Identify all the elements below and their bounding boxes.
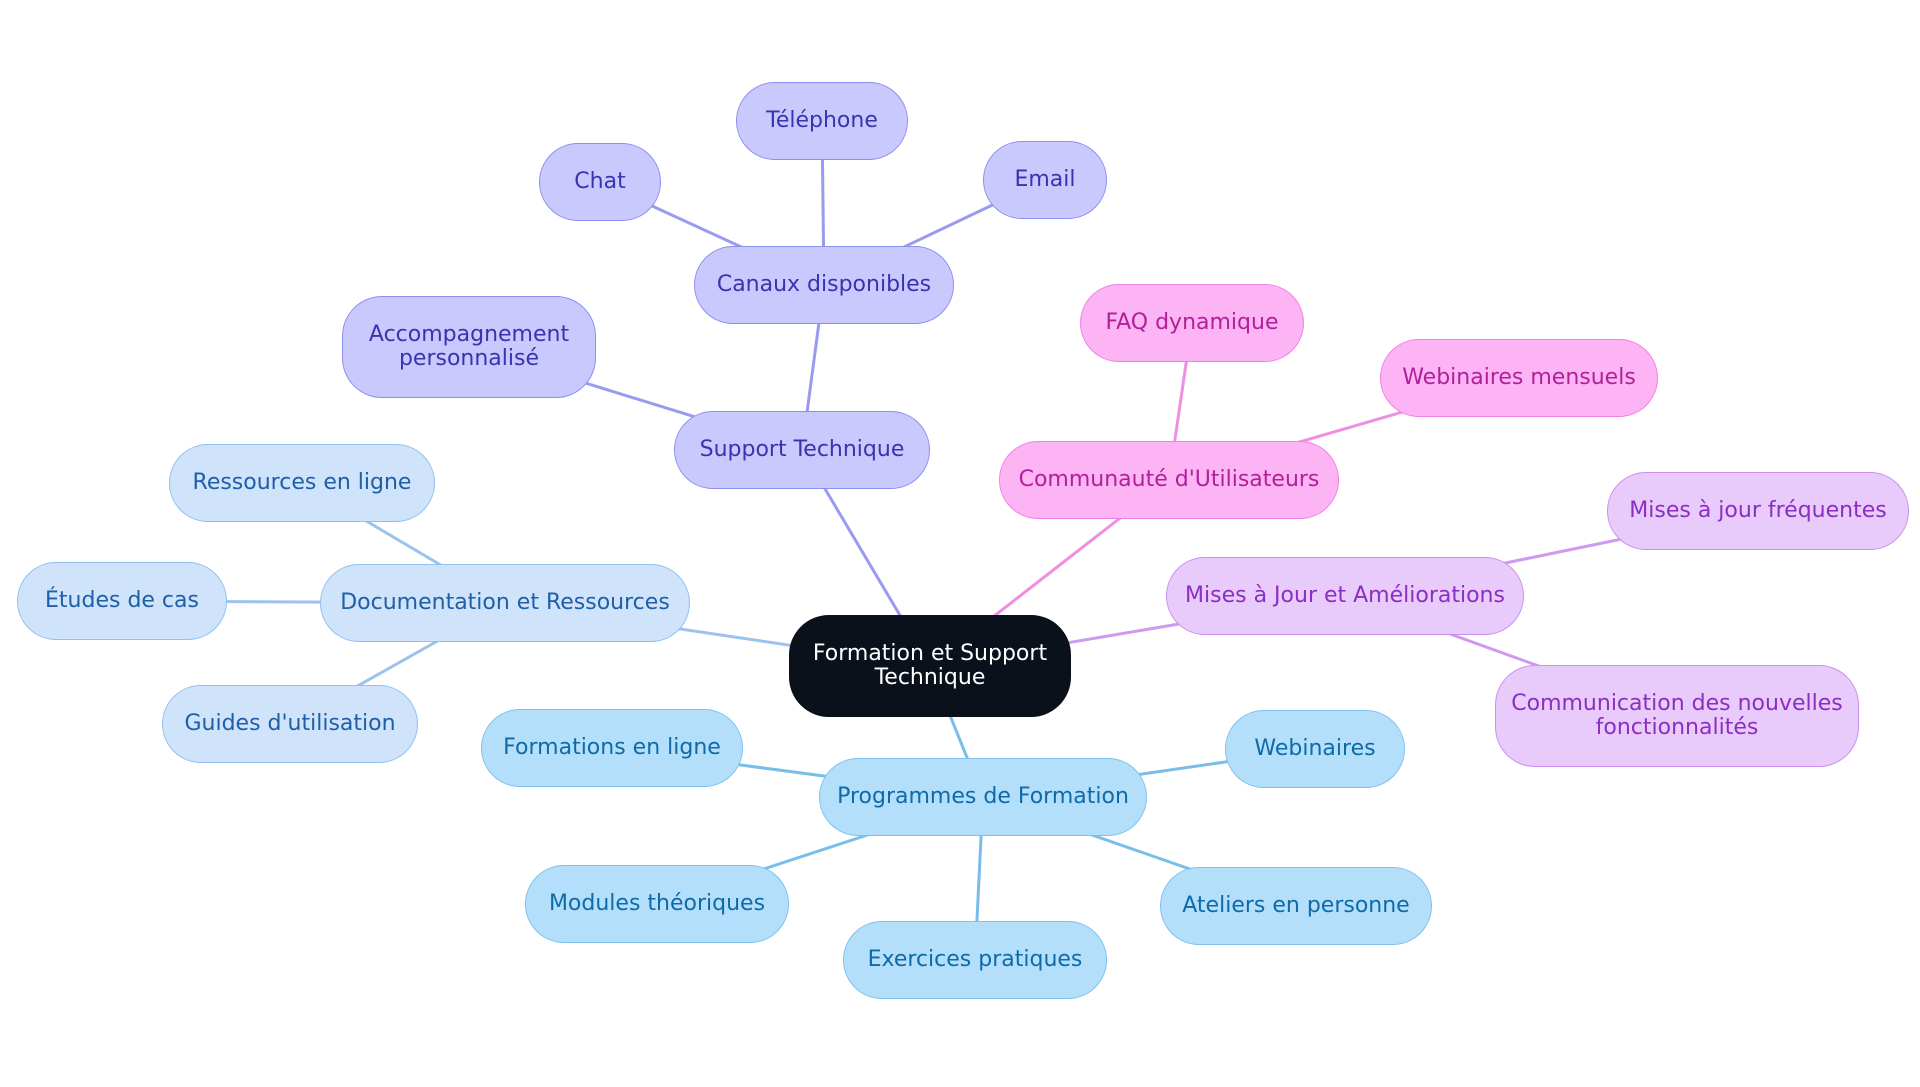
node-communaute[interactable]: Communauté d'Utilisateurs (999, 441, 1339, 519)
node-telephone[interactable]: Téléphone (736, 82, 908, 160)
node-guides[interactable]: Guides d'utilisation (162, 685, 418, 763)
node-label: Chat (574, 169, 626, 194)
node-label: Communauté d'Utilisateurs (1018, 467, 1320, 492)
node-label: Accompagnement personnalisé (368, 322, 570, 371)
node-misesajour[interactable]: Mises à Jour et Améliorations (1166, 557, 1524, 635)
node-support[interactable]: Support Technique (674, 411, 930, 489)
node-label: Modules théoriques (548, 891, 766, 916)
node-chat[interactable]: Chat (539, 143, 661, 221)
node-label: Mises à Jour et Améliorations (1185, 583, 1505, 608)
node-ressources[interactable]: Ressources en ligne (169, 444, 435, 522)
node-canaux[interactable]: Canaux disponibles (694, 246, 954, 324)
node-root[interactable]: Formation et Support Technique (789, 615, 1071, 717)
node-webinaires[interactable]: Webinaires (1225, 710, 1405, 788)
node-communication[interactable]: Communication des nouvelles fonctionnali… (1495, 665, 1859, 767)
node-label: Programmes de Formation (837, 784, 1129, 809)
node-faq[interactable]: FAQ dynamique (1080, 284, 1304, 362)
node-label: Guides d'utilisation (184, 711, 396, 736)
node-label: Webinaires mensuels (1402, 365, 1636, 390)
node-label: Formations en ligne (503, 735, 721, 760)
node-ateliers[interactable]: Ateliers en personne (1160, 867, 1432, 945)
node-label: Email (1014, 167, 1076, 192)
node-modules[interactable]: Modules théoriques (525, 865, 789, 943)
node-label: Ressources en ligne (192, 470, 412, 495)
node-label: Formation et Support Technique (812, 641, 1048, 690)
node-documentation[interactable]: Documentation et Ressources (320, 564, 690, 642)
node-formations[interactable]: Formations en ligne (481, 709, 743, 787)
node-label: Communication des nouvelles fonctionnali… (1511, 691, 1843, 740)
node-frequentes[interactable]: Mises à jour fréquentes (1607, 472, 1909, 550)
node-label: Documentation et Ressources (340, 590, 670, 615)
node-webmensuels[interactable]: Webinaires mensuels (1380, 339, 1658, 417)
node-exercices[interactable]: Exercices pratiques (843, 921, 1107, 999)
node-label: Exercices pratiques (867, 947, 1083, 972)
node-label: Mises à jour fréquentes (1629, 498, 1887, 523)
node-label: Webinaires (1254, 736, 1376, 761)
node-label: Canaux disponibles (716, 272, 932, 297)
node-label: FAQ dynamique (1105, 310, 1279, 335)
node-label: Études de cas (45, 588, 199, 613)
node-label: Ateliers en personne (1182, 893, 1410, 918)
node-label: Téléphone (766, 108, 878, 133)
node-email[interactable]: Email (983, 141, 1107, 219)
node-etudes[interactable]: Études de cas (17, 562, 227, 640)
node-label: Support Technique (699, 437, 905, 462)
node-accompagnement[interactable]: Accompagnement personnalisé (342, 296, 596, 398)
node-programmes[interactable]: Programmes de Formation (819, 758, 1147, 836)
